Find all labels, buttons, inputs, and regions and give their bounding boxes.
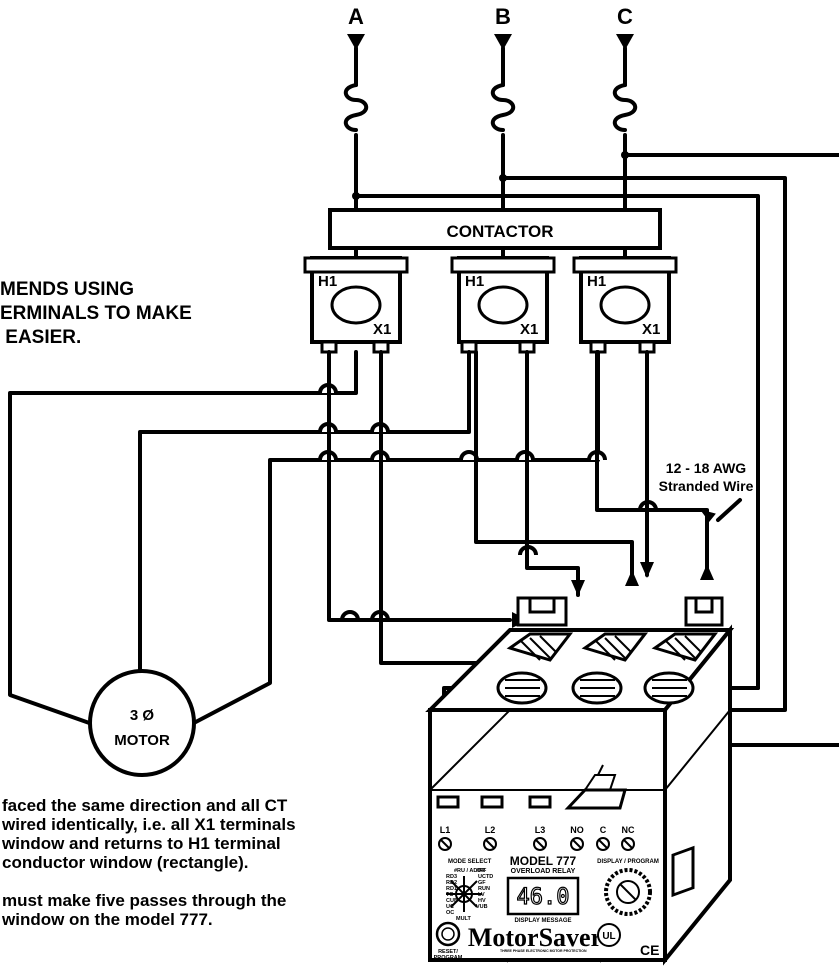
note-bottom-line-1: faced the same direction and all CT (2, 796, 288, 815)
model-777-relay (425, 596, 735, 966)
wire-callout-line (716, 498, 742, 522)
svg-text:VUB: VUB (476, 904, 488, 910)
svg-text:RD2: RD2 (446, 880, 457, 886)
phase-label-b: B (495, 4, 511, 29)
svg-text:RD3: RD3 (446, 874, 457, 880)
ct-secondary-wires (327, 350, 709, 665)
footer-info: SYMCOM, INC. 800-843-8848 RAPID CITY, SD (484, 958, 610, 964)
svg-text:UC: UC (446, 904, 454, 910)
svg-text:#RU / ADDR: #RU / ADDR (454, 868, 485, 874)
motor-circle (88, 669, 196, 777)
svg-text:C: C (600, 825, 607, 835)
display-program-dial[interactable] (604, 868, 652, 916)
current-transformer-1: H1 X1 (303, 256, 409, 354)
ct1-h1-label: H1 (318, 273, 337, 290)
ct3-x1-label: X1 (642, 321, 660, 338)
svg-text:RUN: RUN (478, 886, 490, 892)
ct1-x1-label: X1 (373, 321, 391, 338)
terminal-screw-icons (438, 837, 635, 851)
ct2-h1-label: H1 (465, 273, 484, 290)
mode-labels: #RU / ADDR RD3 RD2 RD1 TC CUB UC OC MULT… (446, 868, 493, 922)
note-bottom-line-5 (2, 872, 296, 891)
brand-logo: MotorSaver (468, 923, 602, 952)
wire-type-label: Stranded Wire (659, 478, 754, 494)
svg-text:HV: HV (478, 898, 486, 904)
svg-text:LV: LV (478, 892, 485, 898)
ct3-h1-label: H1 (587, 273, 606, 290)
svg-text:RD1: RD1 (446, 886, 457, 892)
note-top-line-3: EASIER. (0, 327, 82, 348)
model-label: MODEL 777 (510, 854, 577, 868)
svg-text:L1: L1 (440, 825, 451, 835)
display-program-label: DISPLAY / PROGRAM (597, 859, 659, 865)
phase-label-a: A (348, 4, 364, 29)
brand-subtitle: THREE PHASE ELECTRONIC MOTOR PROTECTION (500, 949, 587, 953)
note-top: MENDS USING ERMINALS TO MAKE EASIER. (0, 278, 192, 350)
note-bottom-line-7: window on the model 777. (2, 910, 213, 929)
relay-terminal-labels: L1 L2 L3 NO C NC (440, 825, 635, 835)
reset-program-button[interactable] (435, 921, 461, 947)
phase-label-c: C (617, 4, 633, 29)
motor-phase-label: 3 Ø (130, 707, 155, 724)
relay-subtitle: OVERLOAD RELAY (511, 868, 576, 875)
svg-text:L3: L3 (535, 825, 546, 835)
svg-text:NO: NO (570, 825, 584, 835)
svg-text:TC: TC (446, 892, 453, 898)
crossover-humps (318, 383, 658, 621)
fuse-icons (343, 83, 638, 132)
display-readout: 46.0 (517, 885, 570, 910)
svg-text:UCTD: UCTD (478, 874, 493, 880)
svg-text:MULT: MULT (456, 916, 472, 922)
display-window (506, 876, 580, 916)
mode-select-dial[interactable] (446, 876, 482, 912)
svg-text:OC: OC (446, 910, 454, 916)
wire-gauge-label: 12 - 18 AWG (666, 460, 747, 476)
phase-lines (354, 46, 627, 212)
note-bottom-line-3: window and returns to H1 terminal (2, 834, 281, 853)
program-label: PROGRAM (434, 955, 463, 961)
svg-text:CUB: CUB (446, 898, 458, 904)
svg-text:NC: NC (622, 825, 635, 835)
current-transformer-3: H1 X1 (572, 256, 678, 354)
svg-text:GF: GF (478, 880, 486, 886)
svg-text:RAPID CITY, SD: RAPID CITY, SD (572, 958, 610, 964)
contactor-box (328, 208, 662, 250)
reset-label: RESET/ (438, 949, 458, 955)
note-top-line-2: ERMINALS TO MAKE (0, 303, 192, 324)
display-message-label: DISPLAY MESSAGE (514, 918, 571, 924)
current-transformer-2: H1 X1 (450, 256, 556, 354)
mode-select-label: MODE SELECT (448, 859, 492, 865)
note-bottom-line-4: conductor window (rectangle). (2, 853, 249, 872)
ul-mark-icon: UL (597, 923, 621, 947)
motor-label: MOTOR (114, 732, 170, 749)
contactor-label: CONTACTOR (446, 222, 553, 241)
ce-mark-icon: CE (640, 942, 659, 958)
svg-text:800-843-8848: 800-843-8848 (526, 958, 557, 964)
note-bottom-line-6: must make five passes through the (2, 891, 287, 910)
svg-text:L2: L2 (485, 825, 496, 835)
note-bottom-line-2: wired identically, i.e. all X1 terminals (2, 815, 296, 834)
note-bottom: faced the same direction and all CT wire… (2, 796, 296, 929)
phase-arrows (347, 34, 634, 50)
note-top-line-1: MENDS USING (0, 279, 135, 300)
svg-text:SYMCOM, INC.: SYMCOM, INC. (484, 958, 520, 964)
ct2-x1-label: X1 (520, 321, 538, 338)
svg-text:UL: UL (602, 931, 615, 942)
svg-text:#RF: #RF (476, 868, 487, 874)
